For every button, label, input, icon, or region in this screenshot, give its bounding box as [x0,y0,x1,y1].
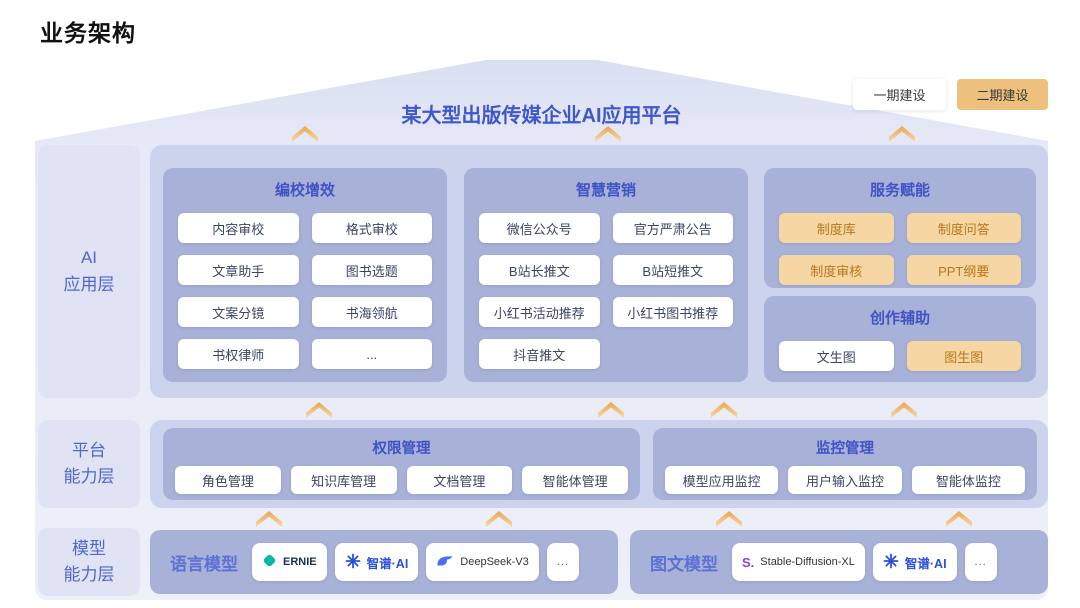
feature-card: 文章助手 [178,255,299,285]
model-card-label: 智谱·AI [904,556,947,571]
feature-card: 小红书活动推荐 [479,297,600,327]
feature-card: 智能体监控 [911,466,1025,494]
feature-card: 图书选题 [311,255,432,285]
layer-label-line: 模型 [72,538,106,558]
deepseek-whale-icon [436,554,454,570]
panel-image-text-models: 图文模型 S. Stable-Diffusion-XL 智谱·AI ... [630,530,1048,594]
feature-card: 文生图 [779,341,894,371]
feature-card: 抖音推文 [479,339,600,369]
model-card-label: DeepSeek-V3 [460,556,529,568]
feature-card-highlight: 制度问答 [906,213,1021,243]
layer-label-line: AI [80,248,98,268]
feature-card: 书权律师 [178,339,299,369]
zhipu-icon [345,553,361,572]
feature-card: 知识库管理 [290,466,397,494]
panel-editing-efficiency: 编校增效 内容审校 格式审校 文章助手 图书选题 文案分镜 书海领航 书权律师 … [163,168,447,382]
panel-title: 权限管理 [372,441,431,457]
panel-title: 监控管理 [816,441,874,457]
model-card-row: ERNIE 智谱·AI DeepSeek-V3 ... [252,543,579,581]
layer-label-ai-application: AI 应用层 [38,145,140,398]
feature-card: 智能体管理 [522,466,628,494]
layer-label-line: 平台 [72,440,106,460]
feature-card: 模型应用监控 [665,466,779,494]
card-grid: 文生图 图生图 [764,328,1036,371]
feature-card: 官方严肃公告 [612,213,733,243]
model-card-label: 智谱·AI [366,556,409,571]
feature-card: 文档管理 [406,466,513,494]
panel-title: 编校增效 [274,182,335,199]
model-card-stable-diffusion: S. Stable-Diffusion-XL [732,543,865,581]
card-grid: 角色管理 知识库管理 文档管理 智能体管理 [163,458,640,494]
layer-label-line: 能力层 [63,565,115,584]
feature-card-highlight: 制度库 [779,213,894,243]
model-card-row: S. Stable-Diffusion-XL 智谱·AI ... [732,543,997,581]
platform-banner-title: 某大型出版传媒企业AI应用平台 [401,105,682,127]
model-card-label: Stable-Diffusion-XL [760,556,855,568]
feature-card: 小红书图书推荐 [612,297,733,327]
panel-title: 服务赋能 [869,182,930,199]
feature-card: 角色管理 [175,466,281,494]
feature-card: 微信公众号 [479,213,600,243]
feature-card: 用户输入监控 [788,466,902,494]
card-grid: 内容审校 格式审校 文章助手 图书选题 文案分镜 书海领航 书权律师 ... [163,200,447,369]
panel-monitoring-management: 监控管理 模型应用监控 用户输入监控 智能体监控 [653,428,1037,500]
model-card-zhipu: 智谱·AI [334,543,419,581]
feature-card: B站短推文 [612,255,733,285]
feature-card: 文案分镜 [178,297,299,327]
panel-title: 语言模型 [170,554,238,574]
model-card-more: ... [546,543,579,581]
model-card-label: ERNIE [283,556,317,568]
panel-title: 智慧营销 [575,182,636,199]
panel-title: 图文模型 [650,554,718,574]
panel-service-empowerment: 服务赋能 制度库 制度问答 制度审核 PPT纲要 [764,168,1036,288]
panel-title: 创作辅助 [869,310,930,327]
panel-smart-marketing: 智慧营销 微信公众号 官方严肃公告 B站长推文 B站短推文 小红书活动推荐 小红… [464,168,748,382]
feature-card: 书海领航 [311,297,432,327]
model-card-ernie: ERNIE [252,543,327,581]
feature-card-more: ... [311,339,432,369]
model-card-more: ... [964,543,997,581]
legend-phase1-badge: 一期建设 [853,79,946,110]
feature-card: 格式审校 [311,213,432,243]
layer-label-line: 应用层 [63,274,115,294]
layer-label-line: 能力层 [63,467,115,486]
panel-permission-management: 权限管理 角色管理 知识库管理 文档管理 智能体管理 [163,428,640,500]
ernie-icon [262,553,277,571]
legend-phase2-badge: 二期建设 [957,79,1048,110]
feature-card: 内容审校 [178,213,299,243]
layer-label-model-capability: 模型 能力层 [38,528,140,596]
feature-card-highlight: 图生图 [906,341,1021,371]
feature-card: B站长推文 [479,255,600,285]
panel-language-models: 语言模型 ERNIE 智谱·AI DeepSeek-V3 ... [150,530,618,594]
panel-creation-assist: 创作辅助 文生图 图生图 [764,296,1036,382]
feature-card-highlight: 制度审核 [779,255,894,285]
feature-card-highlight: PPT纲要 [906,255,1021,285]
model-card-deepseek: DeepSeek-V3 [426,543,539,581]
stable-diffusion-icon: S. [742,554,755,570]
layer-label-platform-capability: 平台 能力层 [38,420,140,508]
card-grid: 模型应用监控 用户输入监控 智能体监控 [653,458,1037,494]
zhipu-icon [883,553,899,572]
card-grid: 微信公众号 官方严肃公告 B站长推文 B站短推文 小红书活动推荐 小红书图书推荐… [464,200,748,369]
card-grid: 制度库 制度问答 制度审核 PPT纲要 [764,200,1036,285]
model-card-zhipu: 智谱·AI [872,543,957,581]
page-title: 业务架构 [40,20,136,46]
